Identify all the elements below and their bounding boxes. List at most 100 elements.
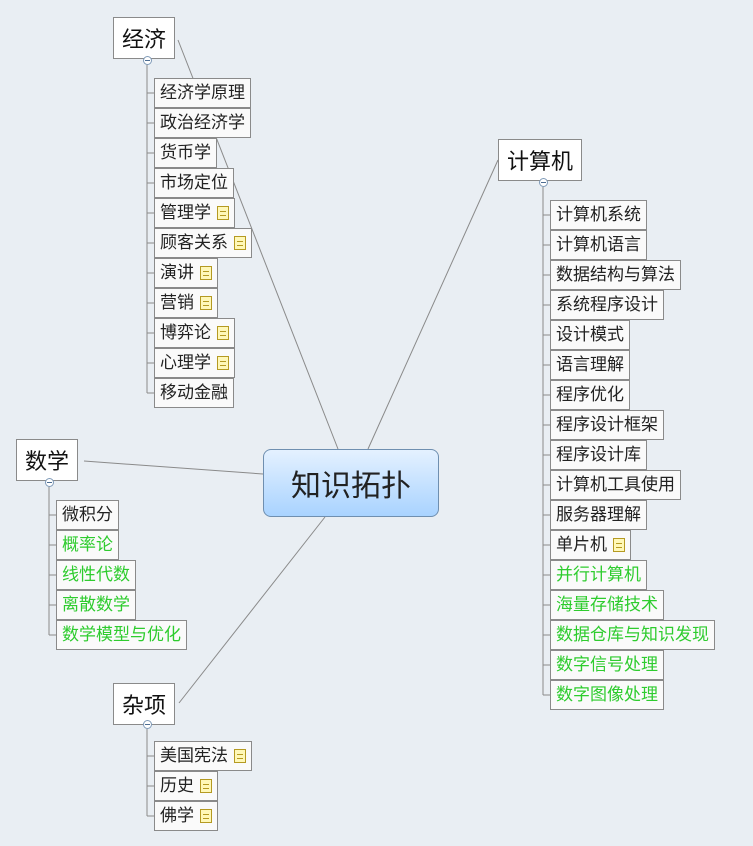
subtopic-node[interactable]: 程序优化 (550, 380, 630, 410)
subtopic-node[interactable]: 管理学 (154, 198, 235, 228)
subtopic-label: 概率论 (62, 535, 113, 555)
subtopic-node[interactable]: 语言理解 (550, 350, 630, 380)
subtopic-label: 计算机工具使用 (556, 475, 675, 495)
topic-label: 杂项 (122, 694, 167, 719)
subtopic-label: 设计模式 (556, 325, 624, 345)
subtopic-label: 管理学 (160, 203, 211, 223)
subtopic-node[interactable]: 数字信号处理 (550, 650, 664, 680)
subtopic-label: 货币学 (160, 143, 211, 163)
subtopic-label: 程序优化 (556, 385, 624, 405)
connector-center-miscellaneous (178, 516, 326, 704)
subtopic-label: 系统程序设计 (556, 295, 658, 315)
subtopic-label: 博弈论 (160, 323, 211, 343)
subtopic-label: 数据仓库与知识发现 (556, 625, 709, 645)
subtopic-label: 程序设计框架 (556, 415, 658, 435)
subtopic-node[interactable]: 美国宪法 (154, 741, 252, 771)
topic-label: 计算机 (507, 150, 574, 175)
subtopic-node[interactable]: 单片机 (550, 530, 631, 560)
subtopic-label: 服务器理解 (556, 505, 641, 525)
topic-economics[interactable]: 经济 (113, 17, 176, 59)
subtopic-label: 海量存储技术 (556, 595, 658, 615)
subtopic-label: 计算机系统 (556, 205, 641, 225)
subtopic-node[interactable]: 服务器理解 (550, 500, 647, 530)
note-icon[interactable] (217, 356, 229, 370)
subtopic-node[interactable]: 心理学 (154, 348, 235, 378)
subtopic-node[interactable]: 历史 (154, 771, 218, 801)
subtopic-label: 并行计算机 (556, 565, 641, 585)
connector-center-mathematics (83, 460, 264, 475)
subtopic-node[interactable]: 计算机语言 (550, 230, 647, 260)
subtopic-label: 计算机语言 (556, 235, 641, 255)
collapse-toggle-icon[interactable] (539, 178, 548, 187)
subtopic-label: 演讲 (160, 263, 194, 283)
subtopic-node[interactable]: 政治经济学 (154, 108, 251, 138)
note-icon[interactable] (217, 326, 229, 340)
topic-label: 经济 (122, 28, 167, 53)
subtopic-node[interactable]: 营销 (154, 288, 218, 318)
subtopic-node[interactable]: 数据仓库与知识发现 (550, 620, 715, 650)
subtopic-node[interactable]: 并行计算机 (550, 560, 647, 590)
subtopic-node[interactable]: 博弈论 (154, 318, 235, 348)
subtopic-label: 数字信号处理 (556, 655, 658, 675)
subtopic-node[interactable]: 概率论 (56, 530, 119, 560)
collapse-toggle-icon[interactable] (143, 56, 152, 65)
subtopic-node[interactable]: 数据结构与算法 (550, 260, 681, 290)
subtopic-label: 顾客关系 (160, 233, 228, 253)
subtopic-label: 线性代数 (62, 565, 130, 585)
subtopic-label: 数学模型与优化 (62, 625, 181, 645)
subtopic-node[interactable]: 移动金融 (154, 378, 234, 408)
connector-center-computer (367, 159, 499, 450)
note-icon[interactable] (234, 236, 246, 250)
subtopic-label: 美国宪法 (160, 746, 228, 766)
subtopic-node[interactable]: 市场定位 (154, 168, 234, 198)
subtopic-node[interactable]: 线性代数 (56, 560, 136, 590)
topic-label: 数学 (25, 450, 70, 475)
subtopic-node[interactable]: 设计模式 (550, 320, 630, 350)
subtopic-node[interactable]: 程序设计框架 (550, 410, 664, 440)
central-topic[interactable]: 知识拓扑 (263, 449, 439, 517)
subtopic-label: 政治经济学 (160, 113, 245, 133)
subtopic-label: 数字图像处理 (556, 685, 658, 705)
collapse-toggle-icon[interactable] (143, 720, 152, 729)
topic-miscellaneous[interactable]: 杂项 (113, 683, 176, 725)
note-icon[interactable] (217, 206, 229, 220)
note-icon[interactable] (613, 538, 625, 552)
note-icon[interactable] (234, 749, 246, 763)
subtopic-node[interactable]: 微积分 (56, 500, 119, 530)
note-icon[interactable] (200, 779, 212, 793)
subtopic-label: 历史 (160, 776, 194, 796)
subtopic-label: 单片机 (556, 535, 607, 555)
subtopic-node[interactable]: 离散数学 (56, 590, 136, 620)
subtopic-label: 营销 (160, 293, 194, 313)
subtopic-node[interactable]: 计算机工具使用 (550, 470, 681, 500)
subtopic-node[interactable]: 佛学 (154, 801, 218, 831)
subtopic-node[interactable]: 数字图像处理 (550, 680, 664, 710)
subtopic-node[interactable]: 系统程序设计 (550, 290, 664, 320)
subtopic-label: 语言理解 (556, 355, 624, 375)
subtopic-node[interactable]: 程序设计库 (550, 440, 647, 470)
subtopic-node[interactable]: 顾客关系 (154, 228, 252, 258)
subtopic-label: 微积分 (62, 505, 113, 525)
subtopic-node[interactable]: 海量存储技术 (550, 590, 664, 620)
subtopic-node[interactable]: 货币学 (154, 138, 217, 168)
topic-computer[interactable]: 计算机 (498, 139, 583, 181)
note-icon[interactable] (200, 266, 212, 280)
subtopic-label: 数据结构与算法 (556, 265, 675, 285)
subtopic-label: 市场定位 (160, 173, 228, 193)
subtopic-node[interactable]: 演讲 (154, 258, 218, 288)
subtopic-node[interactable]: 数学模型与优化 (56, 620, 187, 650)
note-icon[interactable] (200, 809, 212, 823)
subtopic-label: 程序设计库 (556, 445, 641, 465)
subtopic-label: 移动金融 (160, 383, 228, 403)
subtopic-label: 佛学 (160, 806, 194, 826)
subtopic-label: 离散数学 (62, 595, 130, 615)
note-icon[interactable] (200, 296, 212, 310)
subtopic-label: 经济学原理 (160, 83, 245, 103)
central-topic-label: 知识拓扑 (291, 469, 411, 504)
subtopic-label: 心理学 (160, 353, 211, 373)
subtopic-node[interactable]: 计算机系统 (550, 200, 647, 230)
topic-mathematics[interactable]: 数学 (16, 439, 79, 481)
collapse-toggle-icon[interactable] (45, 478, 54, 487)
subtopic-node[interactable]: 经济学原理 (154, 78, 251, 108)
